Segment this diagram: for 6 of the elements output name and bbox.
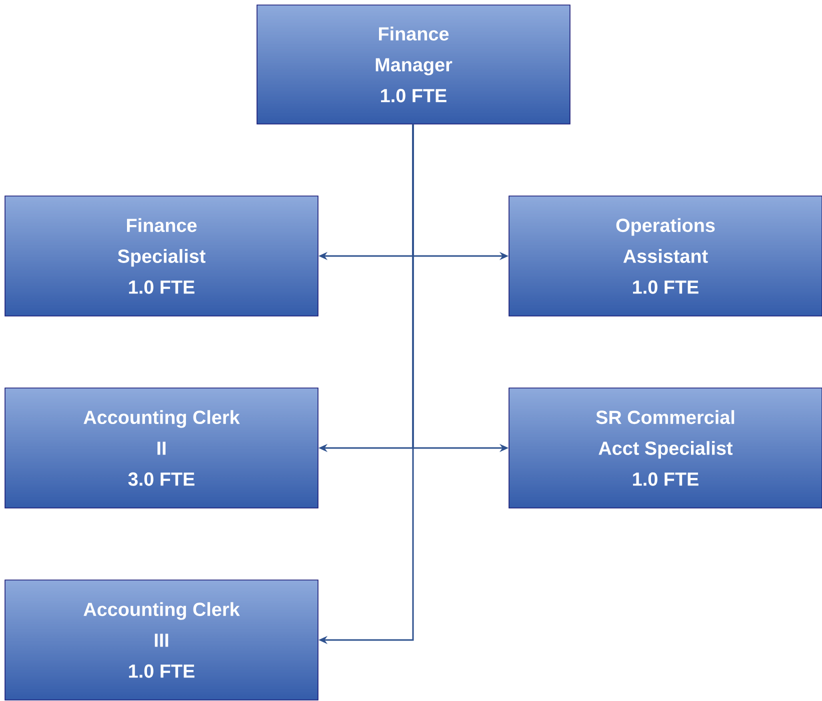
position-box: Accounting Clerk II 3.0 FTE bbox=[4, 388, 318, 508]
position-box: Finance Manager 1.0 FTE bbox=[256, 4, 570, 124]
position-box: Finance Specialist 1.0 FTE bbox=[4, 196, 318, 316]
position-box: Operations Assistant 1.0 FTE bbox=[508, 196, 822, 316]
position-box: SR Commercial Acct Specialist 1.0 FTE bbox=[508, 388, 822, 508]
position-box: Accounting Clerk III 1.0 FTE bbox=[4, 580, 318, 700]
